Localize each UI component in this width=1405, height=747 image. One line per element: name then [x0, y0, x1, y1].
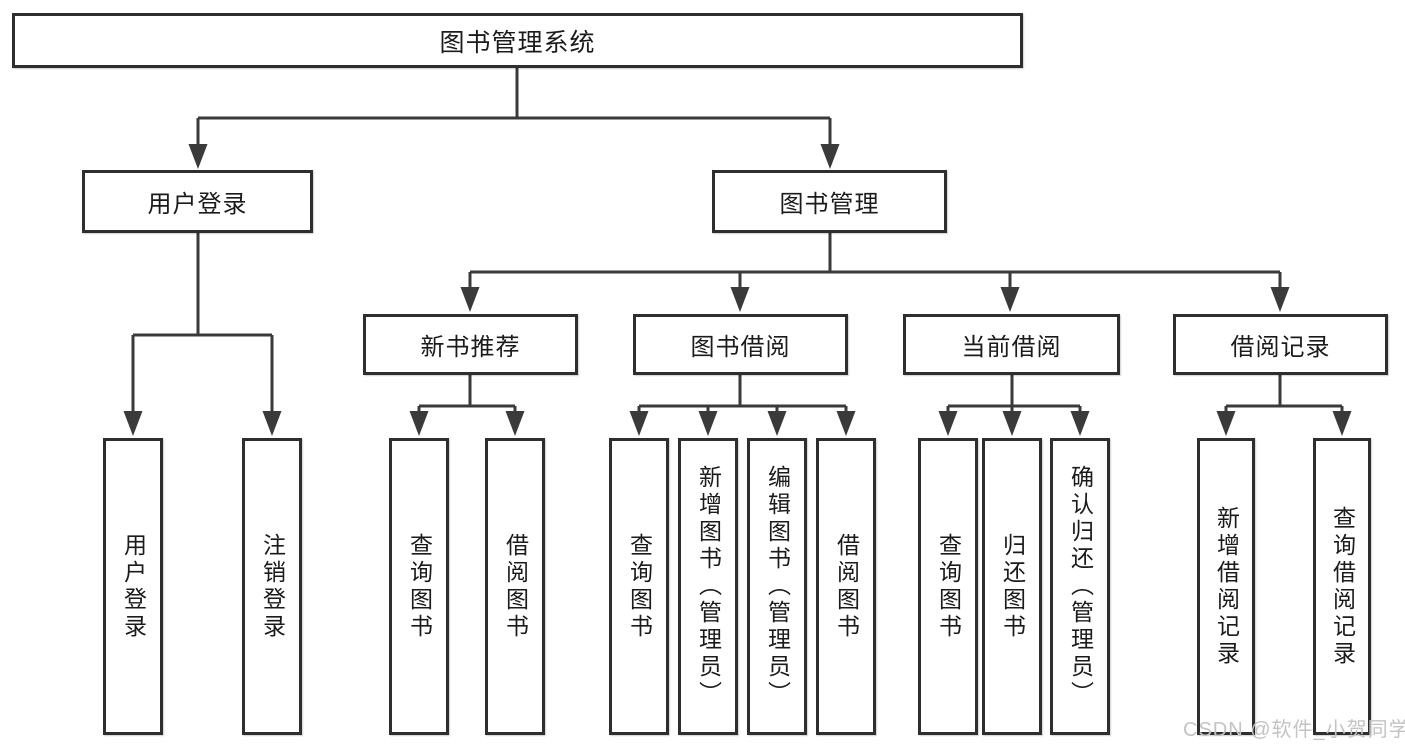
node-label: 图书借阅 — [690, 334, 791, 361]
node-book-management: 图书管理 — [712, 170, 947, 233]
node-label: 新增借阅记录 — [1213, 505, 1240, 668]
node-add-borrow-record: 新增借阅记录 — [1197, 438, 1255, 735]
node-label: 用户登录 — [147, 191, 248, 218]
node-new-book-recommendation: 新书推荐 — [363, 314, 578, 375]
node-query-books-recommend: 查询图书 — [389, 438, 449, 735]
node-label: 借阅记录 — [1230, 334, 1331, 361]
node-borrowing-records: 借阅记录 — [1173, 314, 1388, 375]
node-borrow-books-recommend: 借阅图书 — [485, 438, 545, 735]
node-confirm-return-admin: 确认归还（管理员） — [1050, 438, 1110, 735]
node-label: 注销登录 — [259, 532, 286, 641]
node-label: 图书管理系统 — [439, 28, 596, 57]
node-label: 当前借阅 — [961, 334, 1062, 361]
node-label: 新增图书（管理员） — [695, 465, 722, 708]
node-edit-books-admin: 编辑图书（管理员） — [747, 438, 807, 735]
node-label: 查询借阅记录 — [1329, 505, 1356, 668]
node-label: 查询图书 — [935, 532, 962, 641]
node-label: 借阅图书 — [502, 532, 529, 641]
node-user-login: 用户登录 — [82, 170, 313, 233]
node-label: 图书管理 — [779, 191, 880, 218]
node-logout: 注销登录 — [242, 438, 302, 735]
csdn-watermark: CSDN @软件_小贺同学 — [1183, 719, 1405, 741]
node-label: 归还图书 — [999, 532, 1026, 641]
node-query-borrow-record: 查询借阅记录 — [1313, 438, 1371, 735]
node-query-books-current: 查询图书 — [918, 438, 978, 735]
node-label: 借阅图书 — [833, 532, 860, 641]
arrowhead-icons — [123, 144, 1352, 436]
node-book-borrowing: 图书借阅 — [633, 314, 848, 375]
node-label: 查询图书 — [406, 532, 433, 641]
node-label: 用户登录 — [120, 532, 147, 641]
node-library-management-system: 图书管理系统 — [12, 13, 1023, 68]
node-return-books: 归还图书 — [982, 438, 1042, 735]
node-current-borrowing: 当前借阅 — [903, 314, 1120, 375]
node-label: 编辑图书（管理员） — [764, 465, 791, 708]
node-add-books-admin: 新增图书（管理员） — [678, 438, 738, 735]
node-query-books-borrow: 查询图书 — [609, 438, 669, 735]
node-borrow-books: 借阅图书 — [816, 438, 876, 735]
node-label: 查询图书 — [626, 532, 653, 641]
node-label: 新书推荐 — [420, 334, 521, 361]
node-label: 确认归还（管理员） — [1067, 465, 1094, 708]
node-user-login-action: 用户登录 — [103, 438, 163, 735]
